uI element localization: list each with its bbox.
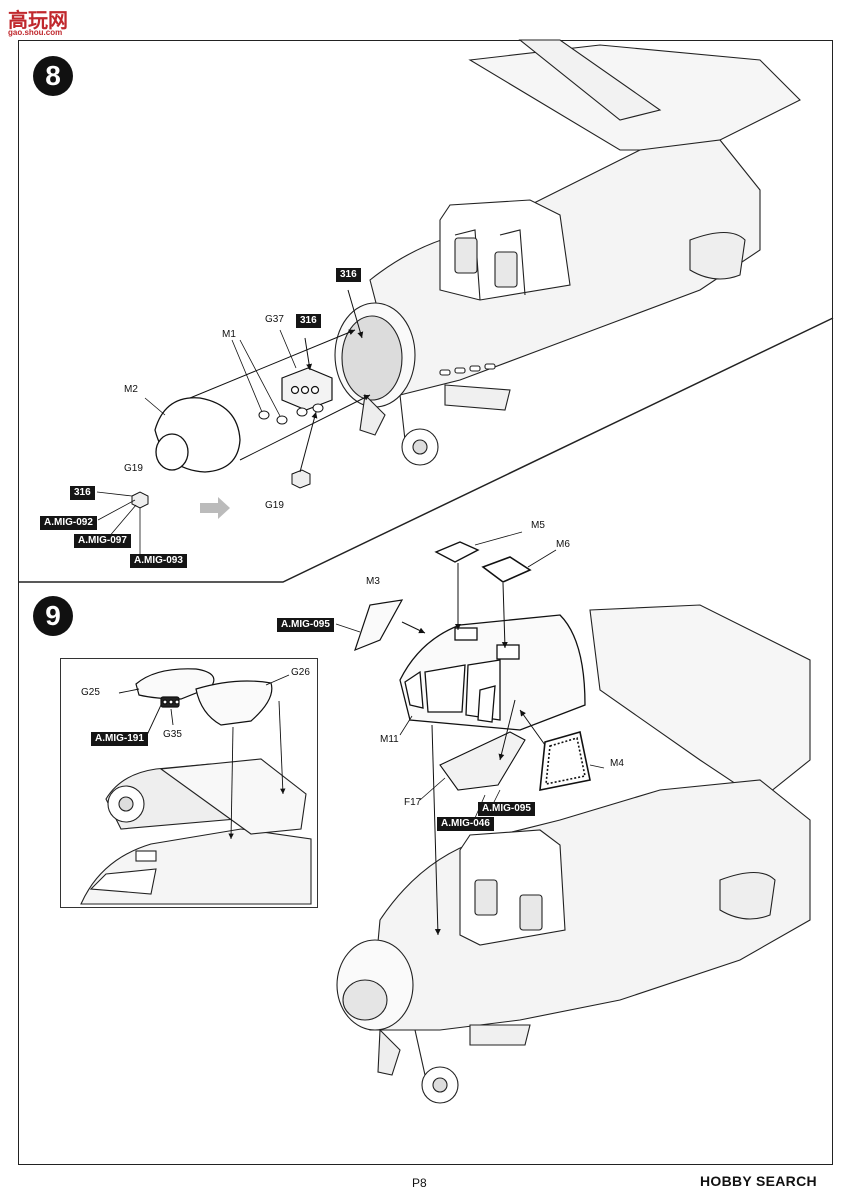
paint-code-mig-097: A.MIG-097	[74, 534, 131, 548]
part-label-m6: M6	[556, 539, 570, 550]
paint-code-mig-095: A.MIG-095	[478, 802, 535, 816]
step8-fuselage	[334, 39, 801, 466]
step8-lenses-m1	[258, 403, 324, 425]
part-label-g25: G25	[81, 687, 100, 698]
step9-panel-f17	[439, 731, 526, 791]
step9-canopy-m11	[399, 614, 586, 731]
part-label-m5: M5	[531, 520, 545, 531]
step8-light-box-g37	[281, 367, 333, 411]
part-label-m3: M3	[366, 576, 380, 587]
part-label-f17: F17	[404, 797, 422, 808]
step8-g19-small	[131, 491, 149, 509]
part-label-m1: M1	[222, 329, 236, 340]
detail-inset: G25 G26 G35 A.MIG-191	[60, 658, 318, 908]
step-divider	[18, 317, 834, 583]
paint-code-mig-191: A.MIG-191	[91, 732, 148, 746]
page-number: P8	[412, 1176, 427, 1190]
paint-code-mig-046: A.MIG-046	[437, 817, 494, 831]
step8-g19-part	[291, 469, 311, 489]
paint-code-316: 316	[296, 314, 321, 328]
paint-code-316: 316	[336, 268, 361, 282]
step9-window-m4	[539, 730, 591, 791]
part-label-m11: M11	[380, 734, 399, 745]
page-frame	[18, 40, 833, 1165]
step-8-badge: 8	[33, 56, 73, 96]
step9-panel-m6	[481, 556, 532, 583]
part-label-g35: G35	[163, 729, 182, 740]
step-9-badge: 9	[33, 596, 73, 636]
step8-nose-cone-m2	[154, 397, 241, 473]
watermark-sub: gao.shou.com	[8, 28, 63, 37]
part-label-g19: G19	[265, 500, 284, 511]
part-label-g19: G19	[124, 463, 143, 474]
part-label-g37: G37	[265, 314, 284, 325]
step9-window-m3	[354, 599, 404, 652]
inset-drawing	[80, 668, 312, 905]
paint-code-316: 316	[70, 486, 95, 500]
part-label-g26: G26	[291, 667, 310, 678]
step9-panel-m5	[434, 541, 480, 563]
part-label-m2: M2	[124, 384, 138, 395]
paint-code-mig-093: A.MIG-093	[130, 554, 187, 568]
watermark-logo: 高玩网	[8, 10, 68, 32]
paint-code-mig-095: A.MIG-095	[277, 618, 334, 632]
part-label-m4: M4	[610, 758, 624, 769]
brand-watermark: HOBBY SEARCH	[700, 1173, 817, 1189]
flow-arrow	[200, 497, 230, 519]
step9-fuselage	[336, 604, 811, 1104]
paint-code-mig-092: A.MIG-092	[40, 516, 97, 530]
